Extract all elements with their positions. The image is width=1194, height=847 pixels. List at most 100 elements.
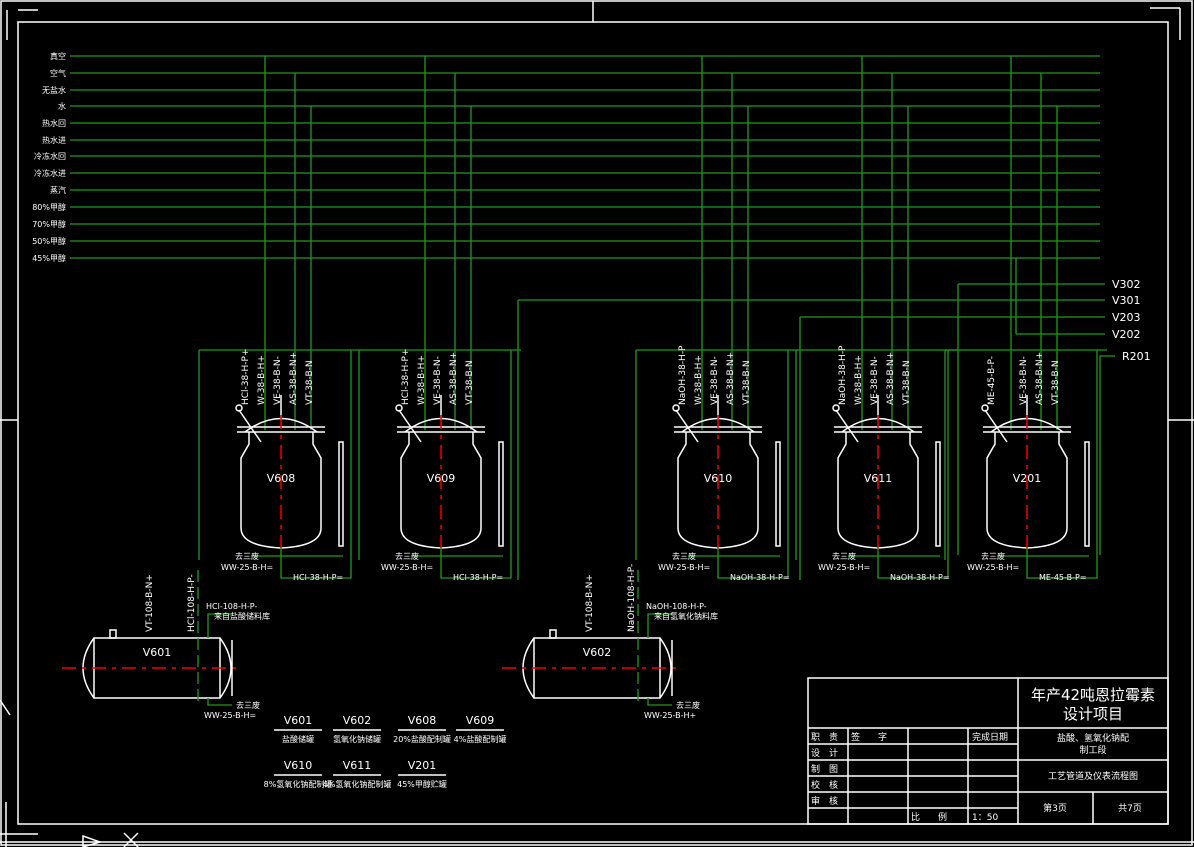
tank-v601: V601VT-108-B-N+HCl-108-H-P-HCl-108-H-P-来… — [62, 570, 270, 720]
drawing-name: 工艺管道及仪表流程图 — [1048, 770, 1138, 782]
legend-desc: 20%盐酸配制罐 — [393, 734, 451, 744]
utility-label: 45%甲醇 — [32, 253, 66, 263]
water-tag: WW-25-B-H= — [658, 563, 710, 572]
legend-id: V611 — [343, 759, 372, 772]
water-tag: WW-25-B-H= — [221, 563, 273, 572]
drain-label: 去三废 — [235, 551, 259, 561]
line-tag: VE-38-B-N- — [710, 356, 720, 405]
drain-label: 去三废 — [981, 551, 1005, 561]
tank-v602: V602VT-108-B-N+NaOH-108-H-P-NaOH-108-H-P… — [502, 564, 718, 720]
utility-label: 热水进 — [42, 135, 66, 145]
line-tag: VE-38-B-N- — [273, 356, 283, 405]
page-total: 共7页 — [1118, 803, 1142, 814]
title-block: 年产42吨恩拉霉素 设计项目 职 责 签 字 完成日期 设 计 制 图 校 核 … — [807, 677, 1169, 825]
legend-id: V602 — [343, 714, 372, 727]
inlet-tag: HCl-108-H-P- — [206, 602, 257, 611]
legend-desc: 8%氢氧化钠配制罐 — [264, 779, 333, 789]
destination-label: V302 — [1112, 278, 1141, 291]
legend-id: V201 — [408, 759, 437, 772]
line-tag: VT-108-B-N+ — [585, 574, 595, 632]
line-tag: W-38-B-H+ — [417, 355, 427, 405]
sight-line — [675, 409, 699, 443]
pipe — [207, 613, 232, 638]
drain-label: 去三废 — [395, 551, 419, 561]
inlet-note: 来自盐酸储料库 — [214, 611, 270, 621]
utility-label: 冷冻水回 — [34, 151, 66, 161]
destination-label: V203 — [1112, 311, 1141, 324]
pipe — [647, 613, 672, 638]
line-tag: AS-38-B-N+ — [1035, 352, 1045, 405]
instrument-icon — [672, 404, 680, 412]
reactor-v609: HCl-38-H-P+ W-38-B-H+ VE-38-B-N- AS-38-B-N+… — [358, 56, 521, 582]
line-tag: VE-38-B-N- — [433, 356, 443, 405]
line-tag: HCl-108-H-P- — [187, 574, 197, 632]
legend-desc: 4%氢氧化钠配制罐 — [323, 779, 392, 789]
drain-label: 去三废 — [676, 700, 700, 710]
scale-label: 比 例 — [911, 811, 947, 823]
outlet-tag: HCl-38-H-P= — [453, 573, 503, 582]
line-tag: AS-38-B-N+ — [289, 352, 299, 405]
line-tag: VT-38-B-N — [742, 360, 752, 405]
drain-label: 去三废 — [236, 700, 260, 710]
outlet-tag: ME-45-B-P= — [1039, 573, 1087, 582]
destination-label: V202 — [1112, 328, 1141, 341]
instrument-icon — [981, 404, 989, 412]
utility-label: 80%甲醇 — [32, 202, 66, 212]
water-tag: WW-25-B-H+ — [644, 711, 696, 720]
drain-label: 去三废 — [672, 551, 696, 561]
destination-label: V301 — [1112, 294, 1141, 307]
level-gauge — [338, 441, 344, 547]
line-tag: AS-38-B-N+ — [726, 352, 736, 405]
level-gauge — [498, 441, 504, 547]
level-gauge — [935, 441, 941, 547]
utility-label: 真空 — [50, 51, 66, 61]
level-gauge — [775, 441, 781, 547]
destination-line — [1099, 355, 1115, 555]
line-tag: VT-38-B-N — [902, 360, 912, 405]
legend-desc: 盐酸储罐 — [282, 734, 314, 744]
line-tag: HCl-38-H-P+ — [241, 349, 251, 405]
sight-line — [398, 409, 422, 443]
sight-line — [984, 409, 1008, 443]
role-header: 职 责 — [811, 731, 838, 743]
legend-desc: 4%盐酸配制罐 — [454, 734, 507, 744]
reactor-label: V611 — [864, 472, 893, 485]
inlet-note: 来自氢氧化钠料库 — [654, 611, 718, 621]
line-tag: W-38-B-H+ — [694, 355, 704, 405]
line-tag: AS-38-B-N+ — [449, 352, 459, 405]
line-tag: VT-108-B-N+ — [145, 574, 155, 632]
outlet-tag: NaOH-38-H-P= — [890, 573, 950, 582]
manhole — [109, 629, 117, 639]
utility-label: 70%甲醇 — [32, 219, 66, 229]
section-line2: 制工段 — [1079, 744, 1106, 756]
line-tag: ME-45-B-P- — [987, 356, 997, 405]
reactor-label: V609 — [427, 472, 456, 485]
role-review: 审 核 — [811, 795, 838, 807]
line-tag: VE-38-B-N- — [1019, 356, 1029, 405]
level-gauge — [1084, 441, 1090, 547]
date-header: 完成日期 — [972, 731, 1008, 743]
utility-label: 无盐水 — [42, 85, 66, 95]
instrument-icon — [235, 404, 243, 412]
reactor-label: V201 — [1013, 472, 1042, 485]
pipe — [647, 698, 672, 706]
legend-id: V609 — [466, 714, 495, 727]
page-number: 第3页 — [1043, 802, 1067, 814]
legend-desc: 45%甲醇贮罐 — [397, 779, 447, 789]
utility-label: 冷冻水进 — [34, 168, 66, 178]
line-tag: HCl-38-H-P+ — [401, 349, 411, 405]
utility-label: 水 — [58, 101, 66, 111]
manhole — [549, 629, 557, 639]
pipe — [440, 350, 512, 579]
destination-label: R201 — [1122, 350, 1151, 363]
line-tag: AS-38-B-N+ — [886, 352, 896, 405]
sign-header: 签 字 — [851, 731, 887, 743]
role-design: 设 计 — [811, 747, 838, 759]
utility-label: 50%甲醇 — [32, 236, 66, 246]
inlet-tag: NaOH-108-H-P- — [646, 602, 707, 611]
scale-value: 1：50 — [972, 813, 998, 823]
reactor-label: V610 — [704, 472, 733, 485]
water-tag: WW-25-B-H= — [967, 563, 1019, 572]
